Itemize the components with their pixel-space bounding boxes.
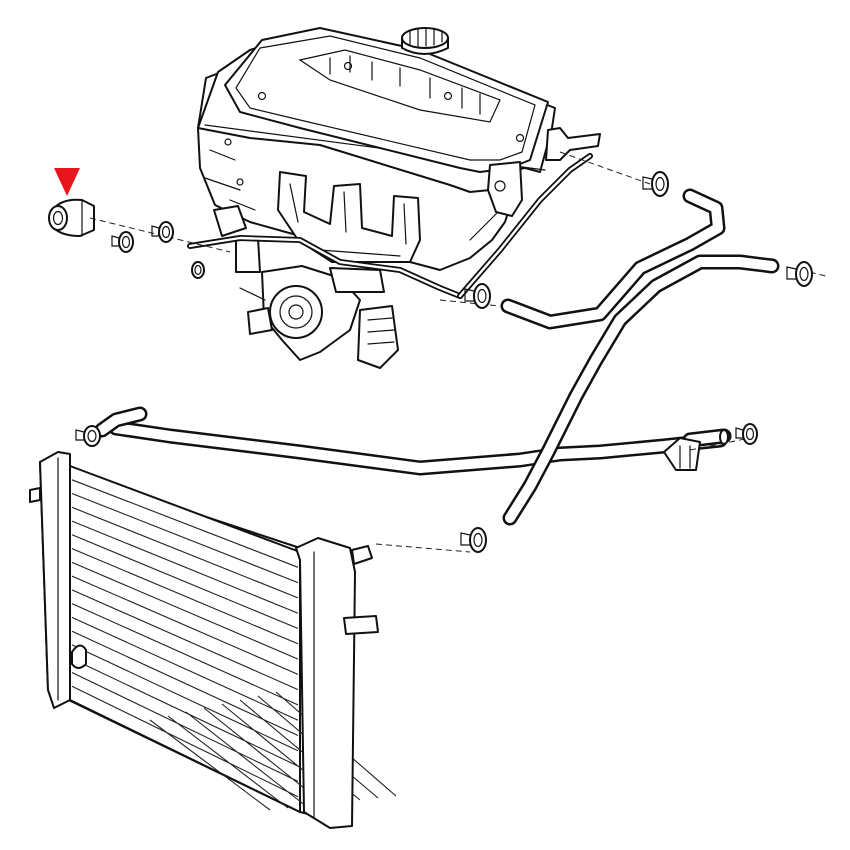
lower-radiator-hose — [94, 406, 728, 476]
hose-clamp — [111, 231, 134, 253]
thermostat-housing — [487, 127, 601, 217]
hose-clamp — [735, 423, 758, 445]
turbocharger — [213, 205, 399, 369]
hose-clamps — [75, 171, 813, 553]
engine-to-radiator-hose — [500, 188, 726, 330]
expansion-tank-cap — [401, 27, 449, 55]
hose-clamp — [151, 221, 174, 243]
hose-clamp — [460, 527, 487, 553]
hose-clamp — [191, 261, 205, 279]
radiator-upper-outlet — [343, 545, 379, 635]
radiator-drain-plug — [71, 644, 87, 669]
hose-clamp — [786, 261, 813, 287]
hose-clamp — [642, 171, 669, 197]
radiator-left-tank — [39, 451, 71, 709]
heater-hose-connector — [663, 428, 732, 471]
red-arrow-marker — [54, 168, 80, 196]
radiator — [29, 451, 397, 829]
upper-radiator-hose — [502, 254, 780, 526]
radiator-core — [69, 465, 397, 813]
coolant-pipe — [187, 153, 593, 299]
radiator-right-tank — [295, 537, 356, 829]
hose-clamp — [464, 283, 491, 309]
small-coolant-hose — [48, 198, 95, 237]
engine — [197, 27, 601, 369]
hose-clamp — [75, 425, 101, 447]
